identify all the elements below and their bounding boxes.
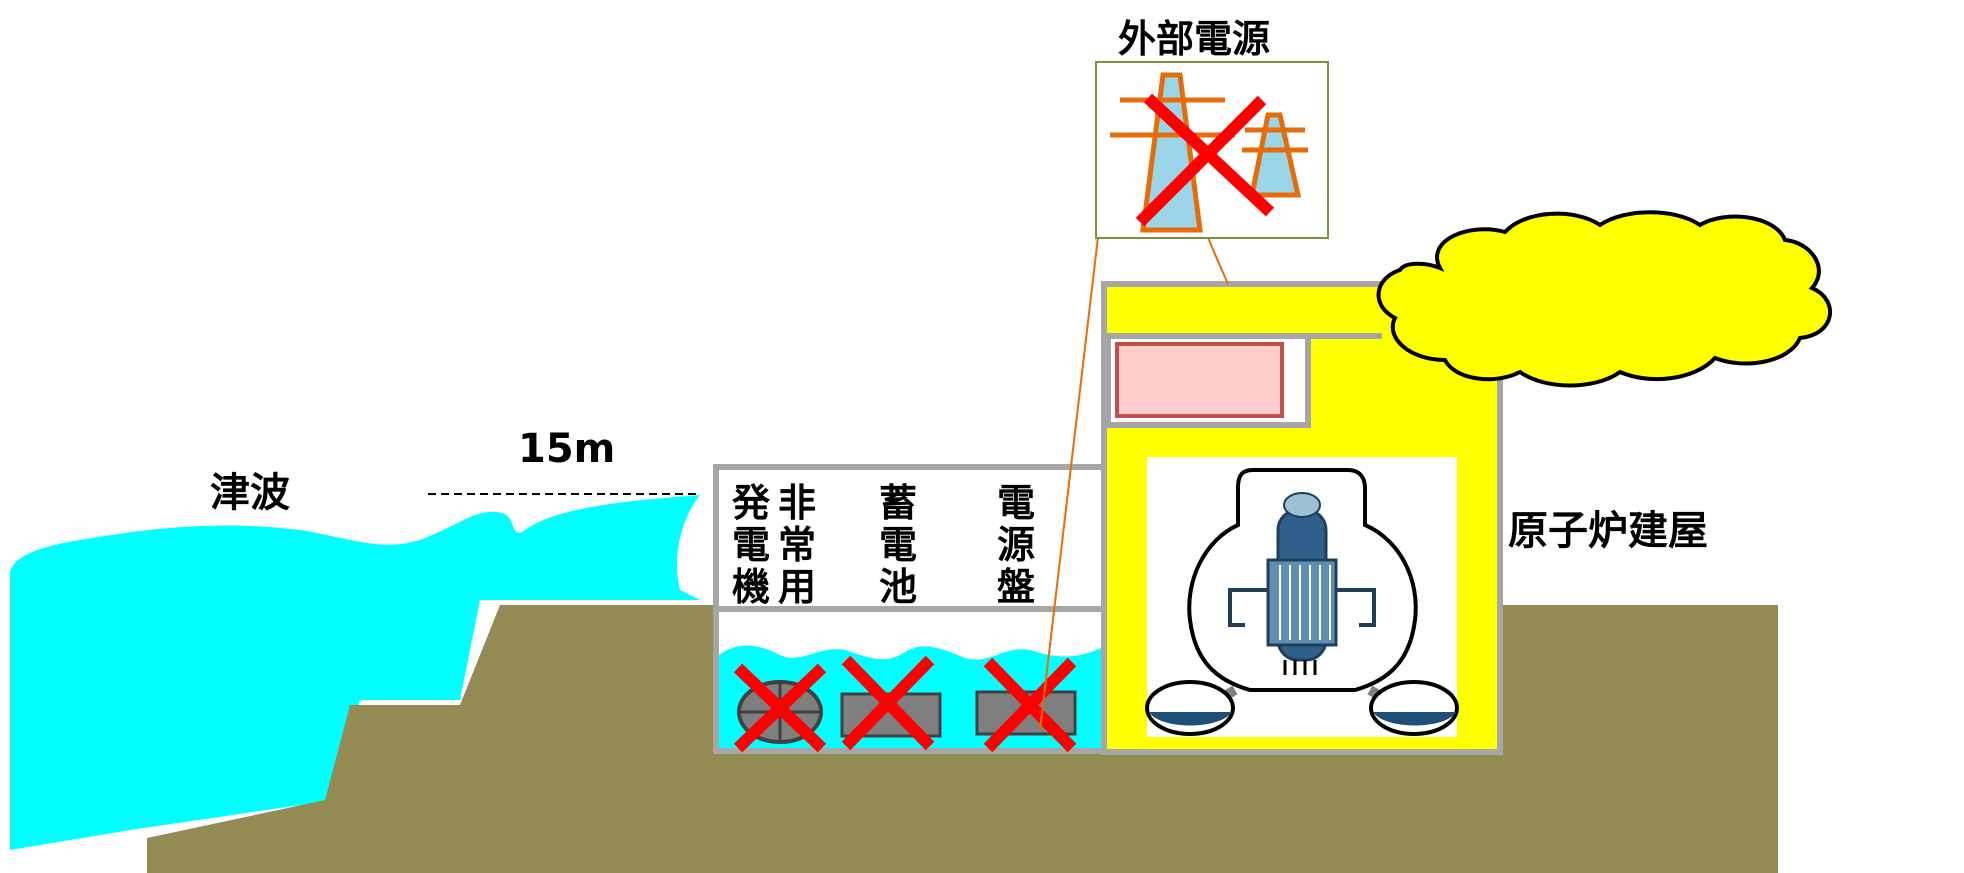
emergency-generator-label-column: 非常用 xyxy=(777,482,816,609)
refuel-bay-outline xyxy=(1305,333,1382,425)
switchboard-label: 電源盤 xyxy=(996,481,1035,609)
red-x-icon xyxy=(733,663,827,753)
red-x-icon xyxy=(841,655,935,751)
control-panel xyxy=(1115,342,1284,418)
red-x-icon xyxy=(1135,93,1275,227)
hydrogen-cloud xyxy=(1376,210,1833,388)
reactor-vessel-icon xyxy=(1145,468,1459,736)
power-cable xyxy=(1039,236,1099,731)
external-power-label: 外部電源 xyxy=(1118,17,1271,61)
emergency-generator-label-column: 発電機 xyxy=(731,482,770,609)
power-cable xyxy=(1206,234,1229,285)
red-x-icon xyxy=(983,657,1077,753)
battery-label: 蓄電池 xyxy=(878,481,917,609)
tsunami-wave xyxy=(10,495,700,850)
emergency-generator-label: 非常用発電機 xyxy=(730,482,818,612)
transmission-tower-icon xyxy=(1110,72,1308,233)
tsunami-height-label: 15m xyxy=(518,426,616,472)
reactor-building-label: 原子炉建屋 xyxy=(1508,508,1708,554)
tsunami-label: 津波 xyxy=(210,470,290,516)
